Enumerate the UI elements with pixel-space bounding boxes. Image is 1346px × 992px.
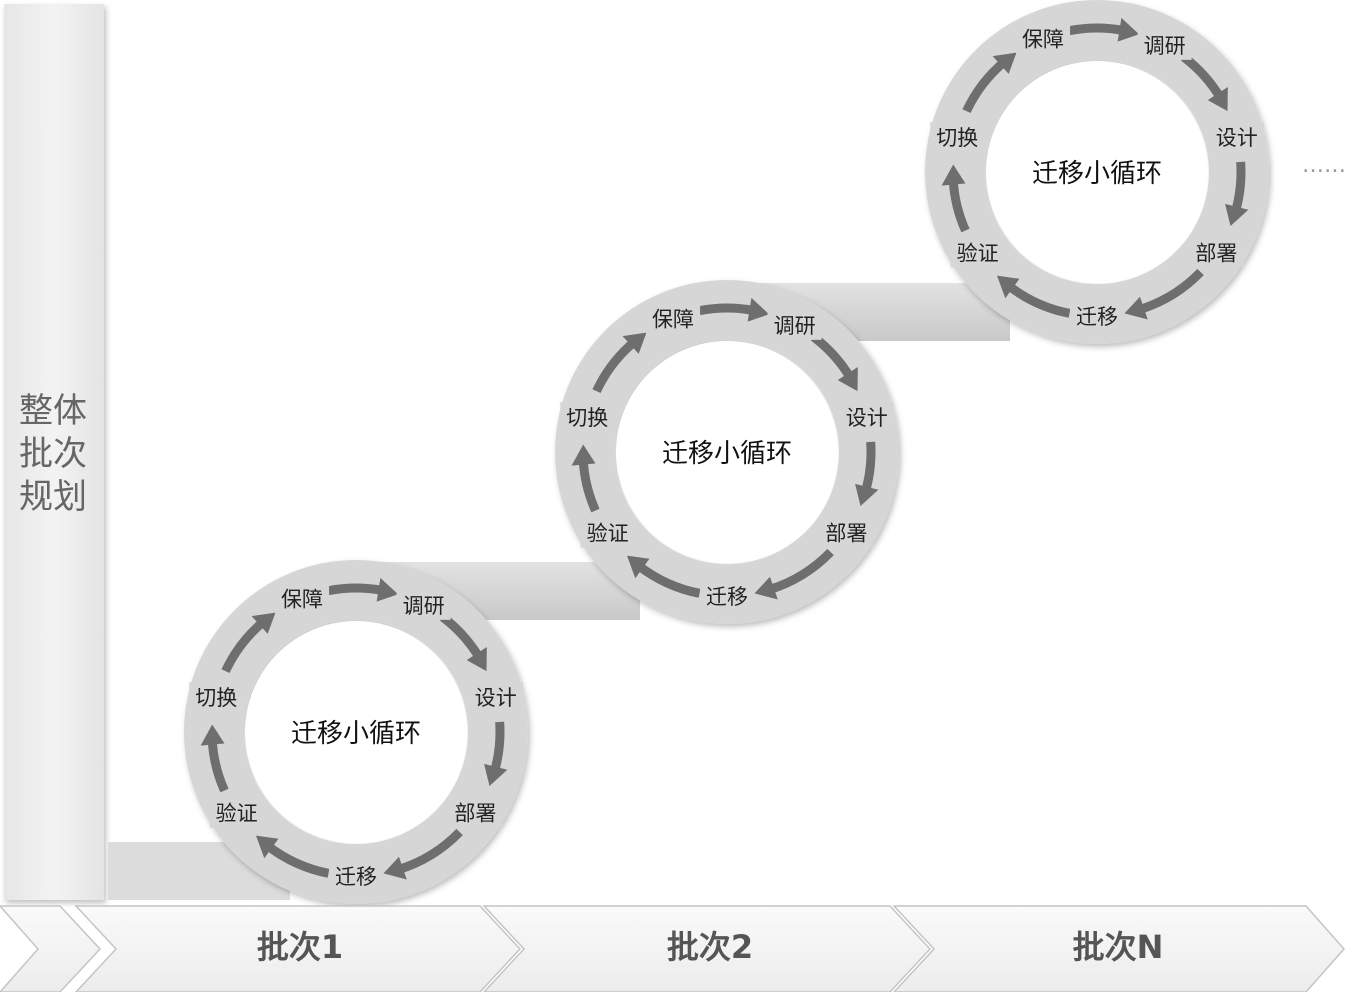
step-label-bg <box>819 517 874 548</box>
batch-label-2: 批次2 <box>667 928 753 966</box>
loop-center <box>616 341 838 563</box>
step-label: 设计 <box>846 406 888 430</box>
overall-planning-bar: 整体 批次 规划 <box>4 4 104 900</box>
step-label-bg <box>1016 23 1071 54</box>
loop-center <box>986 61 1208 283</box>
cycle-arrow <box>1068 23 1126 36</box>
step-label: 切换 <box>195 686 237 710</box>
step-label-bg <box>329 861 383 891</box>
step-label: 部署 <box>454 802 496 826</box>
step-label-bg <box>560 402 615 433</box>
cycle-arrow-head <box>837 367 858 392</box>
cycle-arrow <box>327 583 385 596</box>
cycle-arrow-head <box>1124 296 1148 320</box>
continuation-ellipsis: …… <box>1302 153 1346 178</box>
cycle-arrow <box>698 303 756 316</box>
step-label-bg <box>1209 122 1264 153</box>
loop-ring <box>925 0 1269 344</box>
step-label: 部署 <box>1195 242 1237 266</box>
loop-center-label: 迁移小循环 <box>1032 159 1162 189</box>
batch-label-3: 批次N <box>1073 928 1164 966</box>
step-label: 部署 <box>825 522 867 546</box>
cycle-arrow-head <box>747 297 770 322</box>
loop-center-label: 迁移小循环 <box>662 439 792 469</box>
timeline-segment-3[interactable] <box>892 905 1346 992</box>
step-label: 保障 <box>652 307 694 331</box>
migration-loops: 保障调研设计部署迁移验证切换迁移小循环保障调研设计部署迁移验证切换迁移小循环保障… <box>184 0 1269 904</box>
step-label-bg <box>950 237 1005 268</box>
step-label-bg <box>1070 301 1124 331</box>
left-bar-line-1: 整体 <box>19 391 87 431</box>
loop-ring <box>184 560 528 904</box>
batch-label-1: 批次1 <box>257 928 343 966</box>
cycle-arrow <box>1137 268 1204 315</box>
cycle-arrow-head <box>992 52 1017 74</box>
cycle-arrow-head <box>1117 17 1140 42</box>
cycle-arrow <box>396 828 463 875</box>
timeline-segment-2[interactable] <box>482 905 932 992</box>
left-bar-line-2: 批次 <box>19 434 87 474</box>
step-label: 调研 <box>1144 34 1186 58</box>
cycle-arrow-head <box>996 275 1020 299</box>
cycle-arrow-head <box>200 724 225 746</box>
step-label: 验证 <box>957 242 999 266</box>
cycle-arrow-head <box>383 856 407 880</box>
cycle-arrow-head <box>255 835 279 859</box>
cycle-arrow-head <box>622 332 647 354</box>
batch-timeline: 批次1 批次2 批次N <box>0 905 1346 992</box>
step-label-bg <box>189 682 244 713</box>
cycle-arrow-head <box>941 164 966 186</box>
step-label-bg <box>580 517 635 548</box>
step-label: 验证 <box>587 522 629 546</box>
left-bar-line-3: 规划 <box>19 477 87 517</box>
cycle-arrow-head <box>466 647 487 672</box>
step-label: 切换 <box>936 126 978 150</box>
step-label: 迁移 <box>1076 305 1118 329</box>
cycle-arrow-head <box>626 555 650 579</box>
step-label-bg <box>839 402 894 433</box>
timeline-segment-1[interactable] <box>74 905 522 992</box>
loop-center-label: 迁移小循环 <box>291 719 421 749</box>
step-label-bg <box>1189 237 1244 268</box>
step-label: 调研 <box>774 314 816 338</box>
cycle-arrow-head <box>571 444 596 466</box>
step-label-bg <box>448 797 503 828</box>
step-label: 设计 <box>1216 126 1258 150</box>
step-label-bg <box>209 797 264 828</box>
step-label-bg <box>700 581 754 611</box>
cycle-arrow-head <box>1207 87 1228 112</box>
cycle-arrow-head <box>754 576 778 600</box>
step-label-bg <box>1137 29 1192 60</box>
step-label: 保障 <box>281 587 323 611</box>
timeline-start-chevron <box>0 905 102 992</box>
step-label-bg <box>646 303 701 334</box>
step-label-bg <box>767 309 822 340</box>
cycle-arrow-head <box>1225 203 1249 226</box>
step-label: 保障 <box>1022 27 1064 51</box>
step-label-bg <box>275 583 330 614</box>
step-label: 设计 <box>475 686 517 710</box>
cycle-arrow-head <box>251 612 276 634</box>
cycle-arrow <box>767 548 834 595</box>
step-label: 切换 <box>566 406 608 430</box>
cycle-arrow-head <box>484 763 508 786</box>
cycle-arrow-head <box>855 483 879 506</box>
step-label: 迁移 <box>335 865 377 889</box>
step-label-bg <box>930 122 985 153</box>
step-label-bg <box>396 589 451 620</box>
step-label: 调研 <box>403 594 445 618</box>
step-label-bg <box>468 682 523 713</box>
loop-ring <box>555 280 899 624</box>
cycle-arrow-head <box>376 577 399 602</box>
step-label: 迁移 <box>706 585 748 609</box>
loop-center <box>245 621 467 843</box>
step-label: 验证 <box>216 802 258 826</box>
